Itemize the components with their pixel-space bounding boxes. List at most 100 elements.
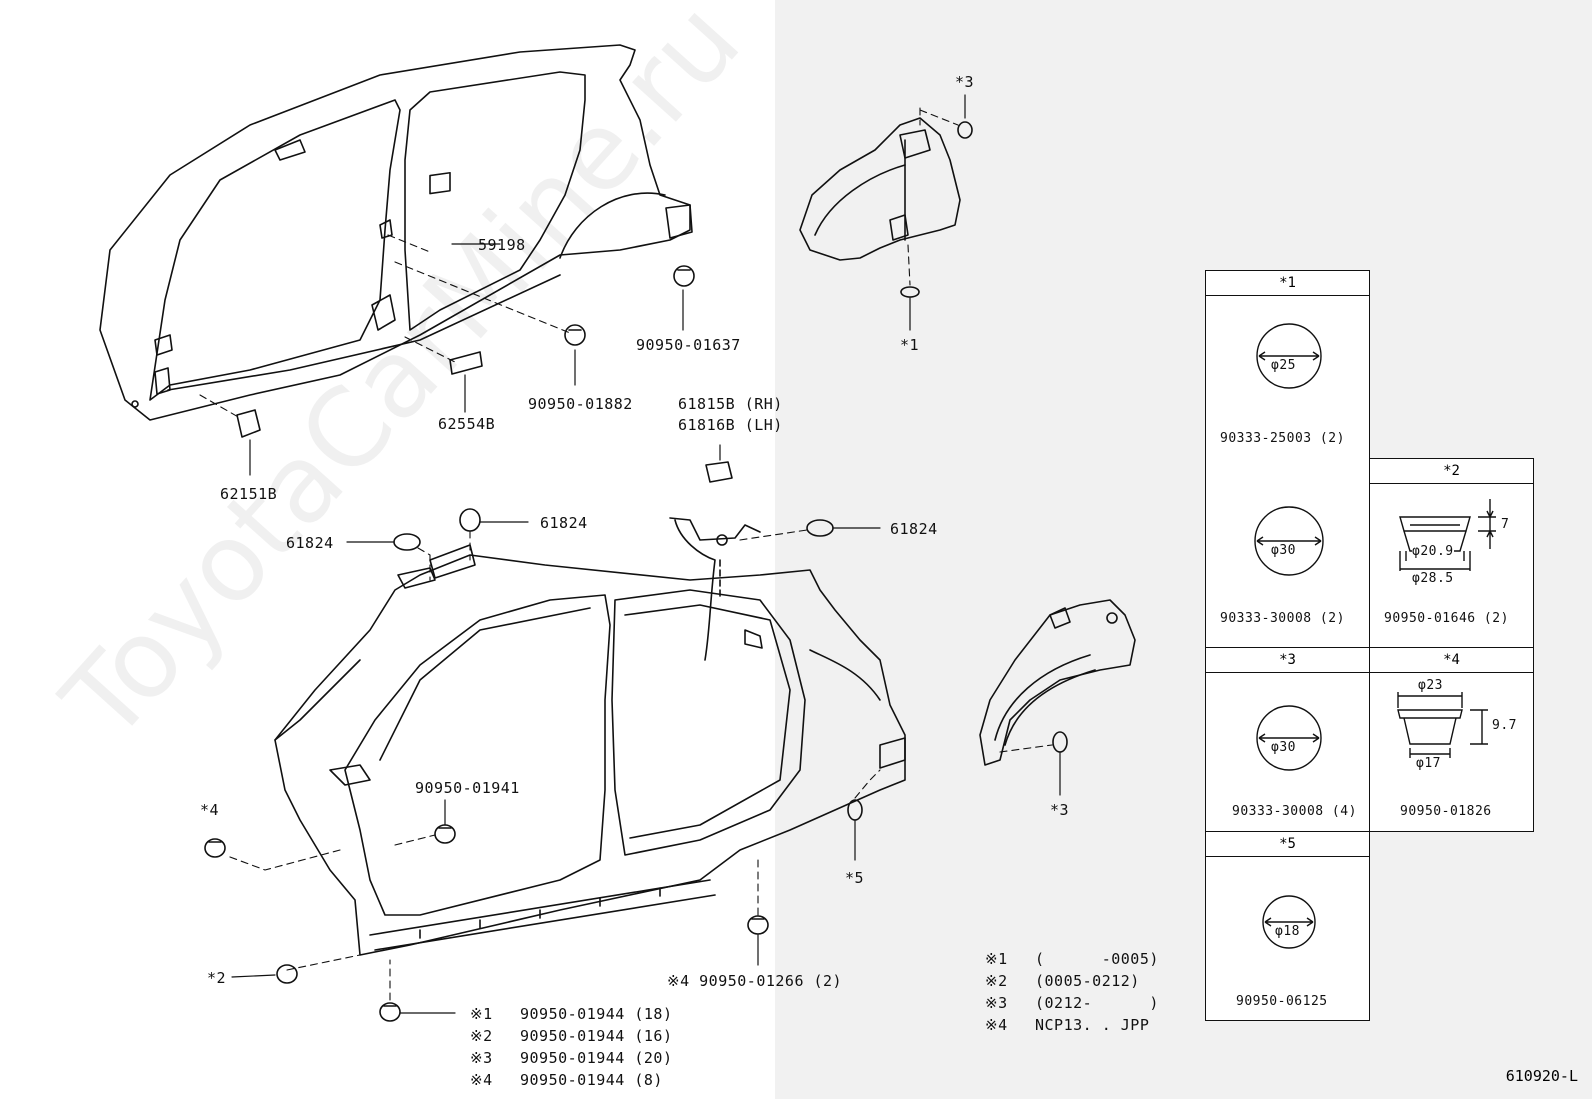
wheel-house-upper-drawing	[799, 117, 973, 298]
legend-mark: ※1	[985, 950, 1008, 968]
clip-90950-01882-shape	[564, 324, 586, 346]
wheel-house-upper-dashed	[907, 107, 959, 286]
detail-star4-drawing	[1397, 692, 1488, 758]
detail-cell-star1: *1 φ25 90333-25003 (2) φ30 90333-30008 (…	[1205, 270, 1370, 648]
callout-star4-left: *4	[200, 801, 220, 819]
detail-star1b-part: 90333-30008 (2)	[1220, 611, 1345, 626]
clip-90950-01941-shape	[434, 824, 456, 844]
detail-header-star4: *4	[1370, 648, 1533, 673]
detail-cell-star4: *4 φ23 9.7 φ17 90950-01826	[1369, 647, 1534, 832]
upper-leader-lines	[249, 243, 684, 476]
legend-mark: ※3	[985, 994, 1008, 1012]
detail-star4-top-diameter: φ23	[1418, 678, 1443, 693]
callout-star3-top: *3	[955, 73, 975, 91]
lower-dashed-lines	[229, 529, 881, 1001]
fastener-list-mark: ※3	[470, 1049, 493, 1067]
detail-star5-drawing	[1262, 895, 1316, 949]
detail-star5-diameter: φ18	[1275, 924, 1300, 940]
legend-text: NCP13. . JPP	[1035, 1016, 1150, 1034]
detail-star2-outer-diameter: φ28.5	[1412, 571, 1454, 586]
callout-90950-01882: 90950-01882	[528, 395, 633, 413]
detail-header-star2: *2	[1370, 459, 1533, 484]
clip-90950-01637-shape	[673, 265, 695, 287]
detail-star3-drawing	[1256, 705, 1322, 771]
diagram-left-panel	[0, 0, 775, 1099]
detail-star4-height: 9.7	[1492, 718, 1517, 733]
plug-star3-top-shape	[957, 121, 973, 139]
lower-parts-drawing	[204, 508, 863, 1022]
detail-star1a-part: 90333-25003 (2)	[1220, 431, 1345, 446]
callout-59198: 59198	[478, 236, 526, 254]
lower-leader-lines	[231, 444, 881, 1014]
clip-90950-01944-shape	[379, 1002, 401, 1022]
callout-62151b: 62151B	[220, 485, 278, 503]
detail-star4-bottom-diameter: φ17	[1416, 756, 1441, 771]
plug-star1-shape	[900, 286, 920, 298]
lower-body-side-panel-drawing	[274, 461, 906, 956]
upper-body-side-panel-drawing	[99, 44, 693, 421]
callout-61824-left: 61824	[286, 534, 334, 552]
upper-parts-drawing	[236, 171, 695, 438]
legend-text: (0005-0212)	[1035, 972, 1140, 990]
plug-61824-right-shape	[806, 519, 834, 537]
callout-62554b: 62554B	[438, 415, 496, 433]
detail-star2-part: 90950-01646 (2)	[1384, 611, 1509, 626]
detail-star1a-diameter: φ25	[1271, 358, 1296, 374]
plug-star5-shape	[847, 799, 863, 821]
upper-dashed-lines	[199, 234, 571, 419]
fastener-list-mark: ※1	[470, 1005, 493, 1023]
clip-star2-left-shape	[276, 964, 298, 984]
fastener-list-part: 90950-01944 (20)	[520, 1049, 673, 1067]
clip-90950-01266-shape	[747, 915, 769, 935]
detail-star4-part: 90950-01826	[1400, 804, 1492, 819]
fastener-list-part: 90950-01944 (16)	[520, 1027, 673, 1045]
callout-star2-left: *2	[207, 969, 227, 987]
fastener-list-part: 90950-01944 (18)	[520, 1005, 673, 1023]
detail-star3-part: 90333-30008 (4)	[1232, 804, 1357, 819]
detail-star2-height: 7	[1501, 517, 1510, 532]
detail-star3-diameter: φ30	[1271, 740, 1296, 756]
detail-star2-inner-diameter: φ20.9	[1412, 544, 1454, 560]
detail-header-star3: *3	[1206, 648, 1369, 673]
detail-star1b-diameter: φ30	[1271, 543, 1296, 559]
legend-text: ( -0005)	[1035, 950, 1159, 968]
legend-mark: ※2	[985, 972, 1008, 990]
wheel-house-upper-leaders	[909, 94, 966, 331]
detail-star5-part: 90950-06125	[1236, 994, 1328, 1009]
callout-90950-01941: 90950-01941	[415, 779, 520, 797]
part-61815b-shape	[705, 461, 733, 483]
wheel-house-lower-dashed	[999, 744, 1053, 753]
detail-cell-star3: *3 φ30 90333-30008 (4)	[1205, 647, 1370, 832]
legend-mark: ※4	[985, 1016, 1008, 1034]
detail-header-star1: *1	[1206, 271, 1369, 296]
detail-star2-drawing	[1399, 499, 1496, 571]
callout-61824-right: 61824	[890, 520, 938, 538]
detail-star1-drawing	[1254, 323, 1324, 576]
detail-cell-star2: *2 7 φ20.9 φ28.5 90950-01646 (2)	[1369, 458, 1534, 648]
detail-header-star5: *5	[1206, 832, 1369, 857]
legend-text: (0212- )	[1035, 994, 1159, 1012]
fastener-list-part: 90950-01944 (8)	[520, 1071, 663, 1089]
plug-star3-mid-shape	[1052, 731, 1068, 753]
callout-61815b-rh: 61815B (RH)	[678, 395, 783, 413]
clip-star4-left-shape	[204, 838, 226, 858]
callout-90950-01637: 90950-01637	[636, 336, 741, 354]
callout-90950-01266: ※4 90950-01266 (2)	[667, 972, 843, 990]
fastener-list-mark: ※4	[470, 1071, 493, 1089]
fastener-list-mark: ※2	[470, 1027, 493, 1045]
plug-61824-left-shape	[393, 533, 421, 551]
callout-star3-mid: *3	[1050, 801, 1070, 819]
callout-61824-center: 61824	[540, 514, 588, 532]
callout-star1-top: *1	[900, 336, 920, 354]
plug-61824-center-shape	[459, 508, 481, 532]
diagram-number: 610920-L	[1505, 1067, 1578, 1085]
part-62554b-shape	[449, 351, 483, 375]
callout-61816b-lh: 61816B (LH)	[678, 416, 783, 434]
wheel-house-lower-drawing	[979, 599, 1136, 766]
part-62151b-shape	[236, 409, 261, 438]
callout-star5: *5	[845, 869, 865, 887]
detail-cell-star5: *5 φ18 90950-06125	[1205, 831, 1370, 1021]
part-59198-shape	[429, 171, 451, 195]
